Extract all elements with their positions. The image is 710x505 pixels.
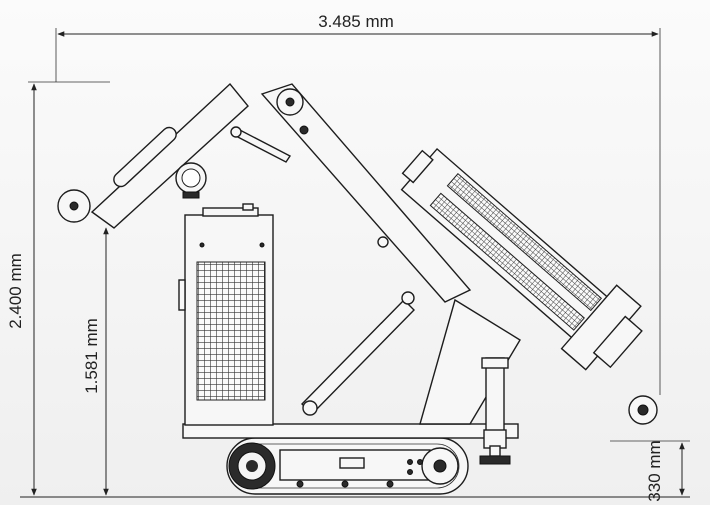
dimension-overall-height: 2.400 mm (6, 81, 110, 496)
lift-cylinder (301, 236, 415, 416)
mast-support-bracket (419, 298, 521, 425)
ground-clearance-label: 330 mm (645, 440, 664, 501)
dimension-boom-pivot-height: 1.581 mm (82, 227, 109, 496)
power-pack (178, 203, 274, 426)
crawler-track (226, 437, 469, 495)
front-stabilizer (479, 357, 511, 465)
chassis-frame (182, 423, 519, 439)
boom-cylinder (230, 126, 292, 163)
boom-arm-upper (260, 83, 472, 303)
drill-mast (400, 147, 643, 371)
overall-length-label: 3.485 mm (318, 12, 394, 31)
drive-sprocket (228, 442, 276, 490)
dimension-ground-clearance: 330 mm (610, 440, 690, 502)
boom-arm-lower (57, 82, 249, 229)
dimension-overall-length: 3.485 mm (55, 12, 661, 395)
boom-pivot-height-label: 1.581 mm (82, 318, 101, 394)
overall-height-label: 2.400 mm (6, 253, 25, 329)
mast-foot-pulley (628, 395, 658, 425)
radiator-grill (196, 261, 266, 401)
swivel-head (175, 162, 207, 199)
